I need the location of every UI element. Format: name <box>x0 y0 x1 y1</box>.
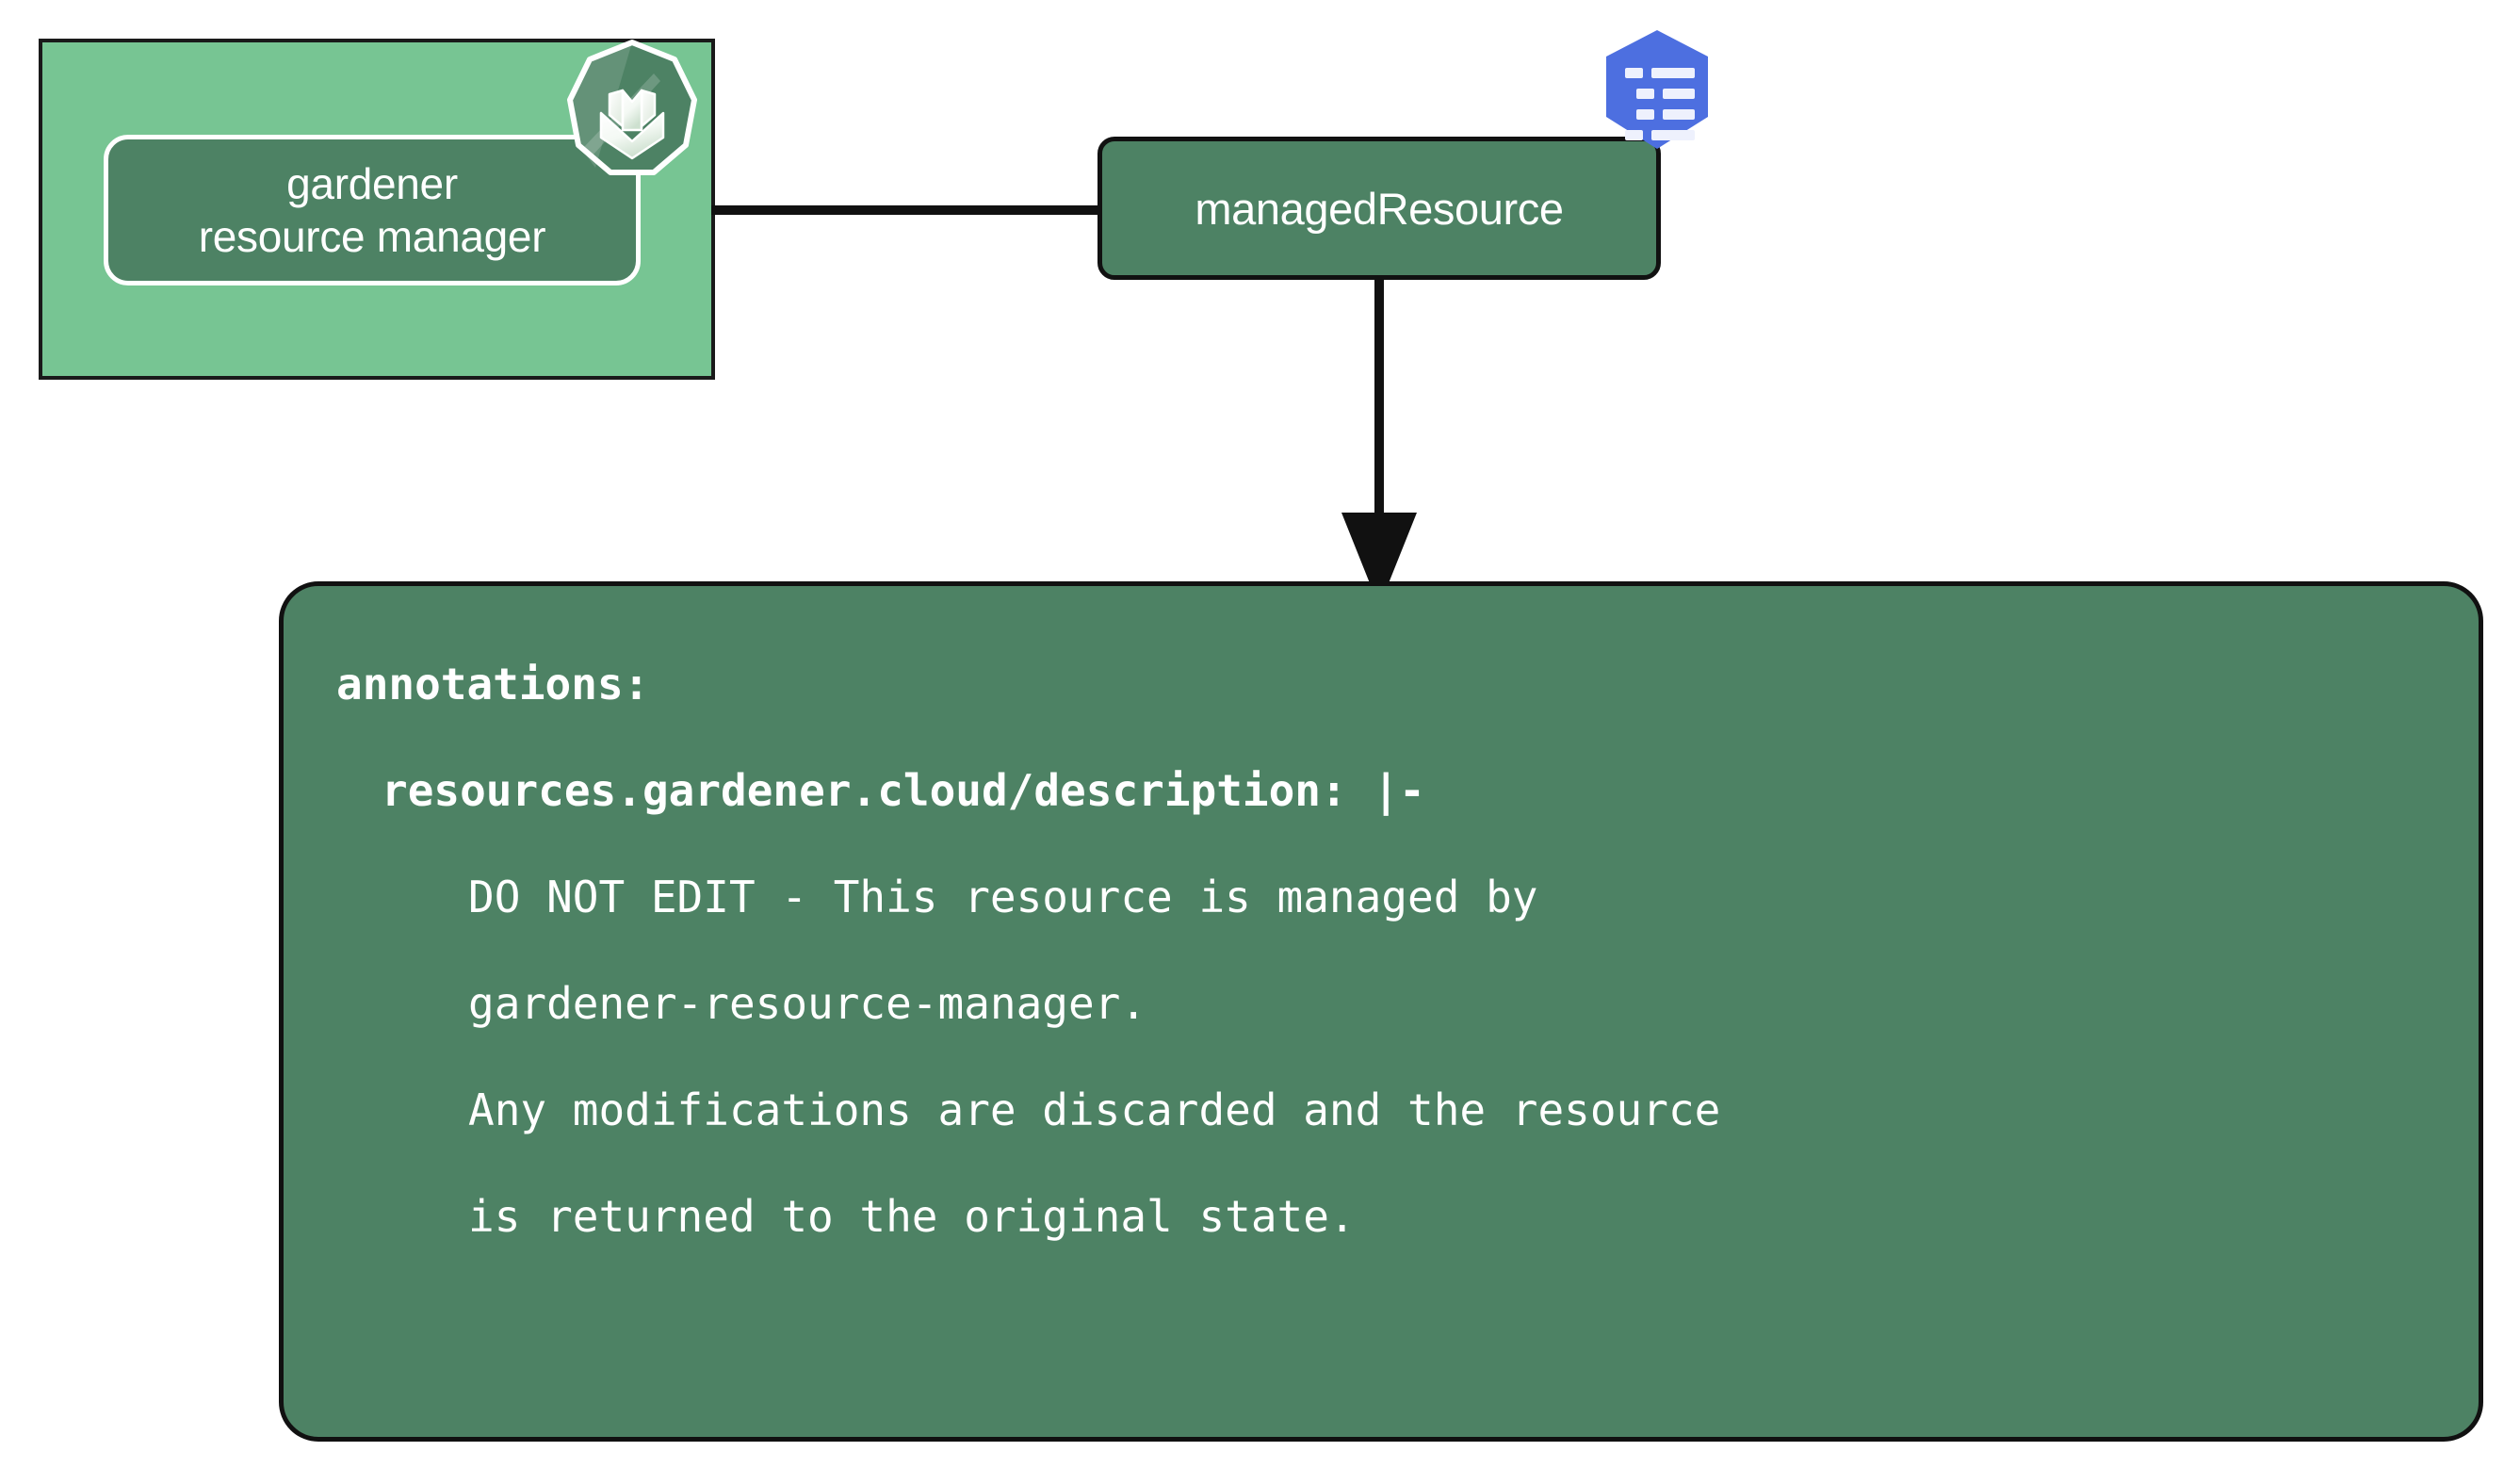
node-label-line-2: resource manager <box>198 212 546 261</box>
node-label-line-1: gardener <box>286 158 458 208</box>
annotations-panel: annotations: resources.gardener.cloud/de… <box>279 581 2483 1442</box>
kubernetes-configmap-icon <box>1599 26 1715 153</box>
yaml-line: gardener-resource-manager. <box>468 978 1147 1029</box>
node-label-managed-resource: managedResource <box>1195 183 1564 234</box>
yaml-line: resources.gardener.cloud/description: |- <box>382 765 1425 816</box>
yaml-line: is returned to the original state. <box>468 1191 1356 1242</box>
yaml-line: annotations: <box>336 659 650 709</box>
node-gardener-resource-manager[interactable]: gardener resource manager <box>104 135 641 285</box>
gardener-logo-icon <box>563 36 701 179</box>
yaml-line: Any modifications are discarded and the … <box>468 1084 1721 1135</box>
node-managed-resource[interactable]: managedResource <box>1097 137 1661 280</box>
yaml-line: DO NOT EDIT - This resource is managed b… <box>468 872 1538 922</box>
